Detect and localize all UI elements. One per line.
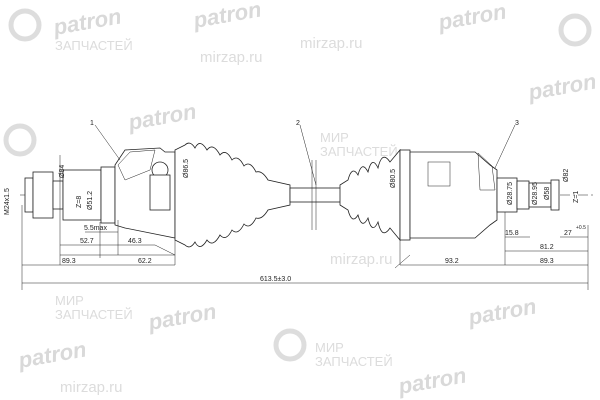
dim-89-3-right: 89.3 [540, 258, 554, 265]
dim-93-2: 93.2 [445, 258, 459, 265]
dim-5-5max: 5.5max [84, 225, 107, 232]
watermark-brand: patron [396, 362, 469, 399]
dim-d80-5: Ø80.5 [390, 169, 397, 188]
watermark-site: mirzap.ru [60, 379, 123, 396]
watermark-brand: patron [16, 336, 89, 373]
watermark-brand: patron [126, 98, 199, 135]
dim-thread: M24x1.5 [4, 188, 11, 215]
dim-52-7: 52.7 [80, 238, 94, 245]
dim-d28-95: Ø28.95 [532, 182, 539, 205]
watermark-logo-icon [3, 123, 37, 157]
watermark-brand: patron [436, 0, 509, 35]
callout-1: 1 [90, 120, 94, 127]
dim-81-2: 81.2 [540, 244, 554, 251]
right-boot [339, 148, 401, 242]
watermark-text: МИР [55, 293, 84, 308]
dimension-lines [21, 155, 589, 290]
dim-z-left: Z=8 [76, 196, 83, 208]
dim-27-tolerance: +0.5 [576, 225, 586, 231]
dim-d51: Ø51.2 [87, 191, 94, 210]
dim-d86-5: Ø86.5 [183, 159, 190, 178]
watermark-site: mirzap.ru [330, 251, 393, 268]
dim-46-3: 46.3 [128, 238, 142, 245]
inner-cv-joint [399, 149, 560, 241]
watermark-text: МИР [315, 340, 344, 355]
watermark-text: ЗАПЧАСТЕЙ [320, 144, 398, 159]
watermark-site: mirzap.ru [200, 49, 263, 66]
watermark-brand: patron [191, 0, 264, 33]
callouts: 1 2 3 [90, 120, 519, 186]
dimension-labels: M24x1.5 Ø84 Z=8 Ø51.2 5.5max 52.7 46.3 8… [4, 159, 586, 283]
watermark-text: ЗАПЧАСТЕЙ [55, 307, 133, 322]
left-boot [174, 142, 291, 248]
watermark-brand: patron [466, 293, 539, 330]
watermark-text: ЗАПЧАСТЕЙ [55, 38, 133, 53]
watermark-brand: patron [146, 298, 219, 335]
watermark-logo-icon [558, 13, 592, 47]
dim-d58: Ø58 [544, 187, 551, 200]
watermark-text: МИР [320, 130, 349, 145]
callout-2: 2 [296, 120, 300, 127]
dim-15-8: 15.8 [505, 230, 519, 237]
watermark-site: mirzap.ru [300, 35, 363, 52]
dim-27: 27 [564, 230, 572, 237]
outer-cv-joint [24, 147, 176, 239]
dim-d84: Ø84 [59, 165, 66, 178]
watermark-logo-icon [8, 8, 42, 42]
dim-d28-75: Ø28.75 [507, 182, 514, 205]
watermark-brand: patron [526, 68, 599, 105]
watermark-text: ЗАПЧАСТЕЙ [315, 354, 393, 369]
dim-d82: Ø82 [563, 169, 570, 182]
dim-62-2: 62.2 [138, 258, 152, 265]
watermark-brand: patron [51, 3, 124, 40]
dim-z-right: Z=1 [573, 191, 580, 203]
callout-3: 3 [515, 120, 519, 127]
dim-89-3-left: 89.3 [62, 258, 76, 265]
dim-total-length: 613.5±3.0 [260, 276, 291, 283]
watermark-logo-icon [273, 328, 307, 362]
